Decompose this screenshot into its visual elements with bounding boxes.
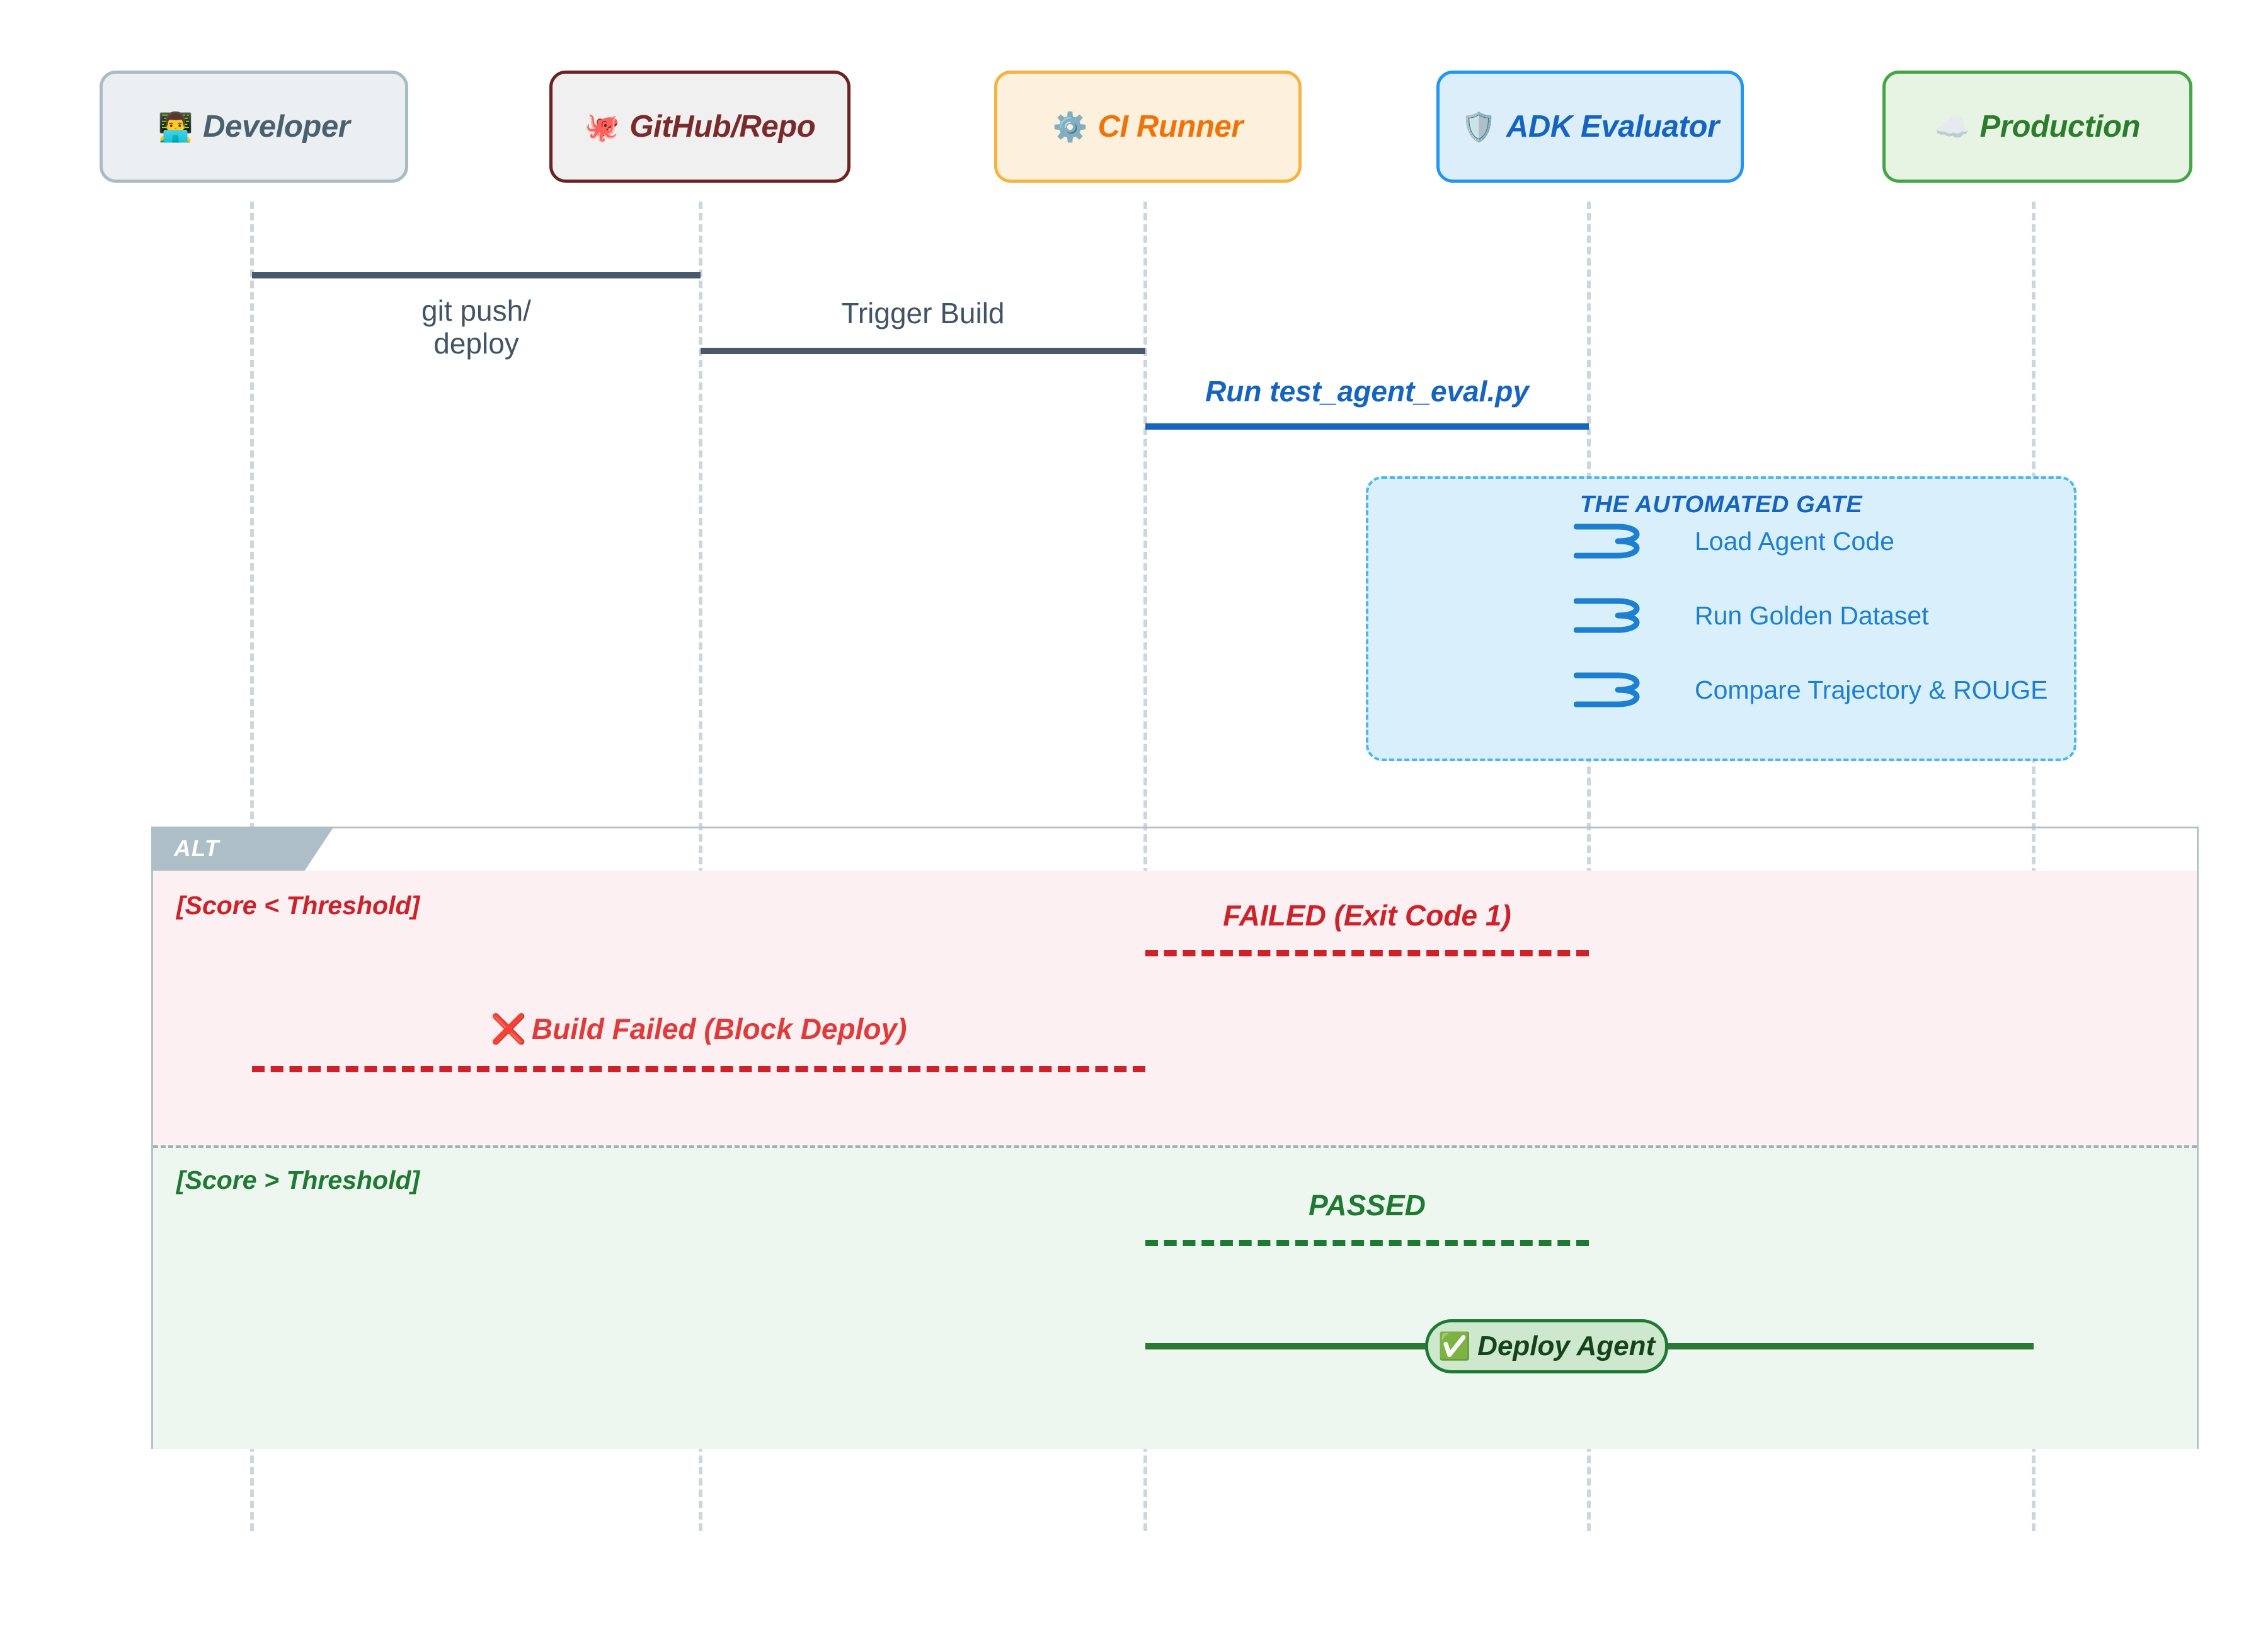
deploy-agent-label: Deploy Agent	[1477, 1331, 1656, 1361]
participant-ci[interactable]: ⚙️ CI Runner	[994, 71, 1302, 183]
participant-label-adk: ADK Evaluator	[1506, 110, 1719, 144]
message-line-m3	[1145, 423, 1589, 430]
self-loop-arc-icon	[1573, 522, 1656, 561]
gate-step-label-0: Load Agent Code	[1695, 526, 1894, 556]
gate-step-label-2: Compare Trajectory & ROUGE	[1695, 675, 2048, 704]
participant-label-ci: CI Runner	[1097, 110, 1244, 144]
alt-branch-pass	[153, 1145, 2197, 1449]
lifeline-adk	[1587, 202, 1591, 1531]
participant-label-prod: Production	[1979, 110, 2141, 144]
message-label-line-m1-1: deploy	[433, 326, 519, 360]
message-line-m1	[252, 272, 701, 278]
deploy-agent-pill[interactable]: ✅Deploy Agent	[1425, 1319, 1668, 1373]
participant-prod[interactable]: ☁️ Production	[1882, 71, 2192, 183]
participant-adk[interactable]: 🛡️ ADK Evaluator	[1436, 71, 1744, 183]
automated-gate-note	[1366, 476, 2076, 761]
message-line-p1	[1145, 1240, 1589, 1246]
alt-condition-fail: [Score < Threshold]	[176, 891, 420, 920]
self-loop-arc-icon	[1573, 596, 1656, 635]
alt-condition-pass: [Score > Threshold]	[176, 1166, 420, 1194]
participant-github[interactable]: 🐙 GitHub/Repo	[549, 71, 850, 183]
message-line-f2	[252, 1066, 1145, 1072]
gate-step-0: Load Agent Code	[1573, 522, 1894, 561]
message-label-p1: PASSED	[1309, 1189, 1426, 1222]
self-loop-arc-icon	[1573, 670, 1656, 709]
gear-emoji: ⚙️	[1052, 110, 1088, 143]
lifeline-ci	[1143, 202, 1147, 1531]
automated-gate-title: THE AUTOMATED GATE	[1579, 491, 1863, 518]
shield-emoji: 🛡️	[1461, 110, 1496, 143]
alt-tab: ALT	[151, 827, 334, 871]
lifeline-github	[699, 202, 702, 1531]
message-label-m1: git push/deploy	[252, 294, 701, 360]
message-line-f1	[1145, 950, 1589, 956]
octopus-emoji: 🐙	[584, 110, 620, 143]
alt-branch-fail	[153, 871, 2197, 1145]
alt-branch-divider	[153, 1145, 2197, 1148]
message-label-text-f2: Build Failed (Block Deploy)	[531, 1012, 907, 1045]
participant-developer[interactable]: 👨‍💻 Developer	[100, 71, 408, 183]
message-label-m3: Run test_agent_eval.py	[1205, 375, 1529, 408]
cloud-emoji: ☁️	[1934, 110, 1970, 143]
gate-step-1: Run Golden Dataset	[1573, 596, 1929, 635]
participant-label-github: GitHub/Repo	[629, 110, 816, 144]
message-label-f1: FAILED (Exit Code 1)	[1223, 899, 1511, 932]
message-label-f2: ❌Build Failed (Block Deploy)	[252, 1012, 1145, 1046]
message-label-m2: Trigger Build	[841, 297, 1005, 329]
cross-mark-emoji: ❌	[490, 1012, 527, 1045]
check-mark-emoji: ✅	[1438, 1331, 1472, 1361]
lifeline-prod	[2032, 202, 2036, 1531]
gate-step-label-1: Run Golden Dataset	[1695, 600, 1929, 630]
message-label-line-m1-0: git push/	[421, 294, 531, 327]
developer-emoji: 👨‍💻	[158, 110, 193, 143]
participant-label-developer: Developer	[203, 110, 350, 144]
gate-step-2: Compare Trajectory & ROUGE	[1573, 670, 2048, 709]
message-line-m2	[701, 348, 1145, 354]
